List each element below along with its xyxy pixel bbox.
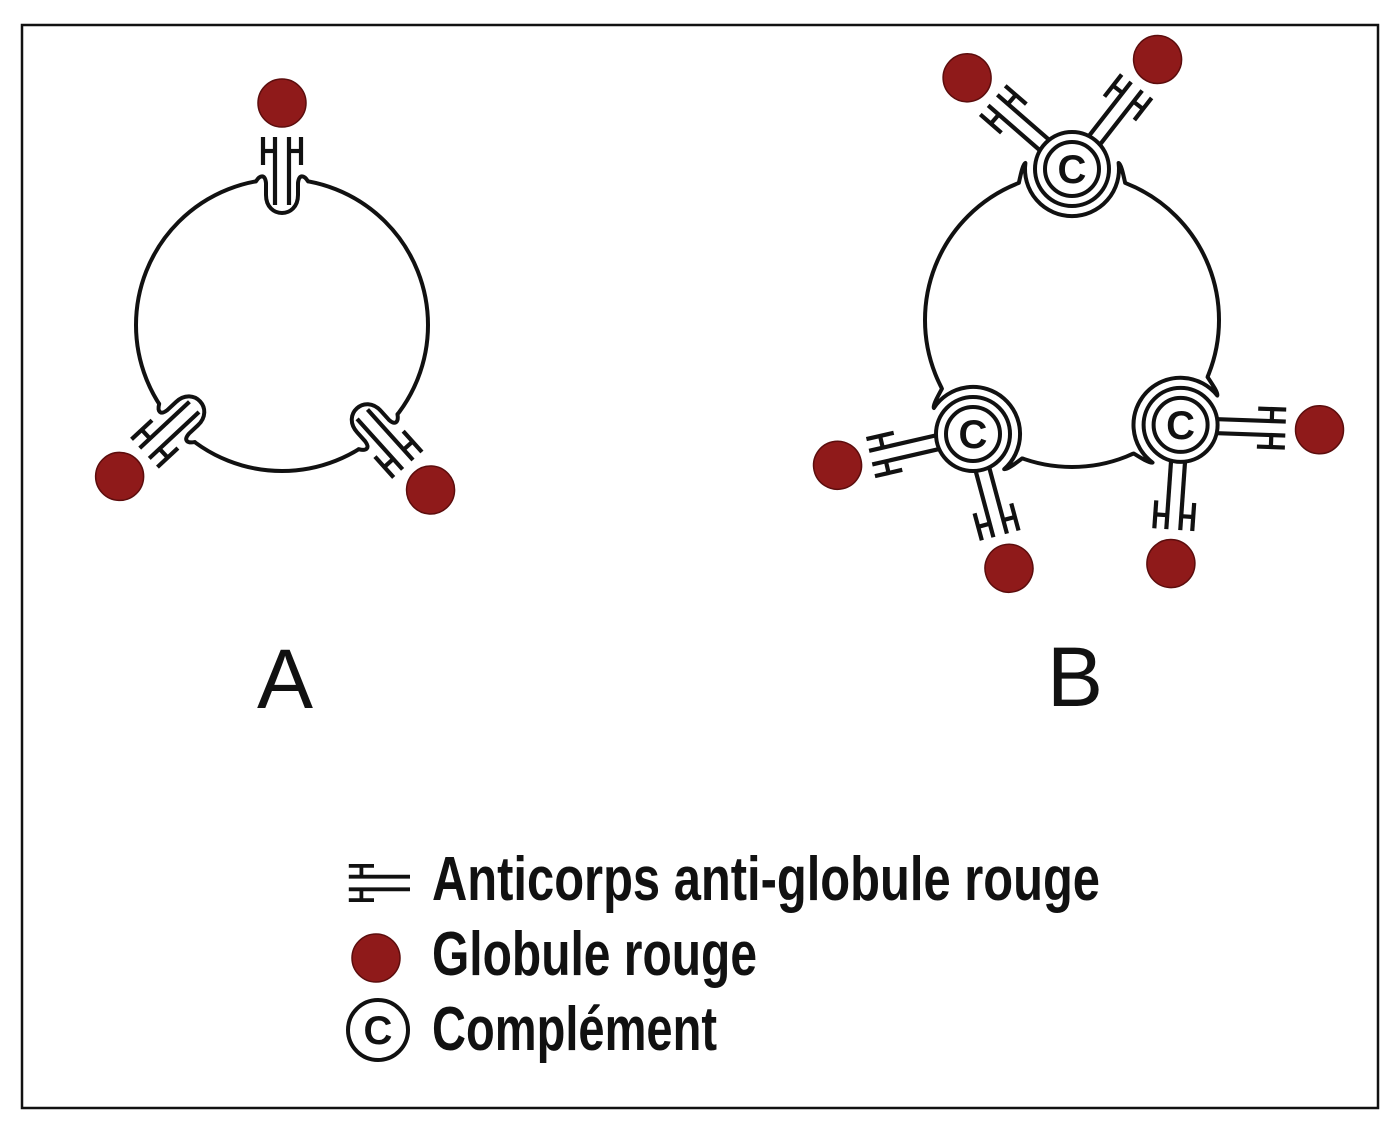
complement-icon: [1043, 140, 1101, 198]
cup-outline: [931, 384, 1025, 472]
red-blood-cell-icon: [257, 78, 307, 128]
legend-label-complement: Complément: [432, 995, 717, 1064]
binding-a-lower-left: [94, 389, 211, 502]
notch-outline: [156, 394, 207, 445]
complement-letter: C: [959, 413, 988, 457]
red-blood-cell-icon: [1146, 538, 1196, 589]
cup-outline: [1016, 161, 1128, 219]
red-blood-cell-icon: [351, 933, 401, 983]
legend-label-red-cell: Globule rouge: [432, 920, 757, 989]
binding-a-lower-right: [344, 398, 456, 515]
panel-a: A: [94, 78, 456, 726]
notch-cover: [256, 153, 308, 205]
complement-lower-left: C: [934, 395, 1012, 473]
red-blood-cell-icon: [94, 451, 145, 502]
cell-a-notch-lower-right: [349, 402, 406, 460]
binding-a-top: [257, 78, 307, 205]
legend-item-red-cell: Globule rouge: [351, 920, 757, 989]
panel-a-label: A: [257, 632, 313, 726]
panel-b: C C C B: [812, 34, 1345, 724]
binding-b-left-outer: [812, 419, 943, 491]
notch-outline: [349, 402, 400, 452]
binding-b-top-left: [942, 53, 1060, 163]
complement-letter: C: [1058, 148, 1087, 192]
binding-b-right-down: [1146, 460, 1202, 589]
legend: Anticorps anti-globule rouge Globule rou…: [346, 845, 1100, 1064]
complement-icon: [944, 405, 1002, 463]
complement-letter: C: [1166, 404, 1195, 448]
binding-b-right-outer: [1217, 405, 1345, 455]
complement-lower-right: C: [1141, 385, 1220, 464]
legend-item-antibody: Anticorps anti-globule rouge: [346, 845, 1100, 914]
complement-icon: [346, 998, 410, 1062]
complement-icon: [1151, 395, 1210, 454]
binding-b-left-down: [959, 464, 1034, 594]
cell-a-notch-lower-left: [149, 394, 207, 451]
legend-item-complement: C Complément: [346, 995, 717, 1064]
legend-label-antibody: Anticorps anti-globule rouge: [432, 845, 1100, 914]
red-blood-cell-icon: [1132, 34, 1183, 85]
cup-outline: [1131, 375, 1220, 465]
red-blood-cell-icon: [405, 465, 456, 515]
red-blood-cell-icon: [1294, 405, 1345, 455]
complement-top: C: [1033, 130, 1111, 208]
panel-b-label: B: [1047, 630, 1103, 724]
complement-letter: C: [364, 1009, 393, 1053]
red-blood-cell-icon: [812, 440, 863, 491]
binding-b-top-right: [1076, 34, 1183, 155]
red-blood-cell-icon: [942, 53, 992, 103]
cell-a-notch-top: [254, 153, 310, 215]
notch-outline: [254, 174, 310, 215]
red-blood-cell-icon: [984, 543, 1034, 594]
